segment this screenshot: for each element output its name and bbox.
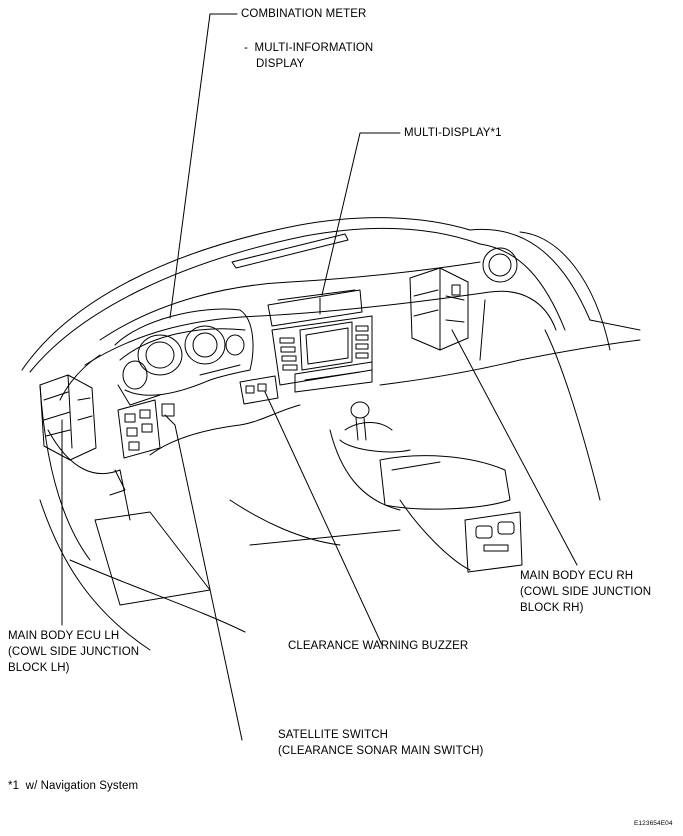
floor-drawing [39,469,401,651]
center-console-drawing [329,401,523,573]
leader-lines [61,13,578,741]
right-vent [482,247,518,283]
multi-information-label-line2: DISPLAY [256,58,305,70]
leader-multi-display [321,132,401,296]
leader-ecu-rh [451,329,578,566]
figure-id: E123654E04 [634,820,673,827]
ecu-lh-label-line3: BLOCK LH) [8,662,70,674]
windshield-outline [21,217,641,373]
switch-panel-drawing [117,375,279,459]
dashboard-contour [39,261,641,561]
ecu-lh-label-line2: (COWL SIDE JUNCTION [8,646,140,658]
leader-combination-meter [169,13,238,319]
combination-meter-drawing [114,308,254,406]
ecu-rh-label-line2: (COWL SIDE JUNCTION [520,586,652,598]
multi-information-label: - MULTI-INFORMATION [244,42,374,54]
satellite-switch-label: SATELLITE SWITCH [278,729,389,741]
ecu-rh-drawing [409,267,469,351]
ecu-lh-label: MAIN BODY ECU LH [8,630,120,642]
ecu-rh-label: MAIN BODY ECU RH [520,570,634,582]
ecu-lh-drawing [39,374,97,461]
leader-satellite [164,414,243,741]
multi-display-label: MULTI-DISPLAY*1 [404,127,502,139]
combination-meter-label: COMBINATION METER [241,8,367,20]
leader-buzzer [264,391,383,646]
clearance-warning-buzzer-label: CLEARANCE WARNING BUZZER [288,640,469,652]
multi-display-drawing [267,289,373,393]
satellite-switch-label-line2: (CLEARANCE SONAR MAIN SWITCH) [278,745,484,757]
footnote: *1 w/ Navigation System [8,780,139,792]
ecu-rh-label-line3: BLOCK RH) [520,602,584,614]
